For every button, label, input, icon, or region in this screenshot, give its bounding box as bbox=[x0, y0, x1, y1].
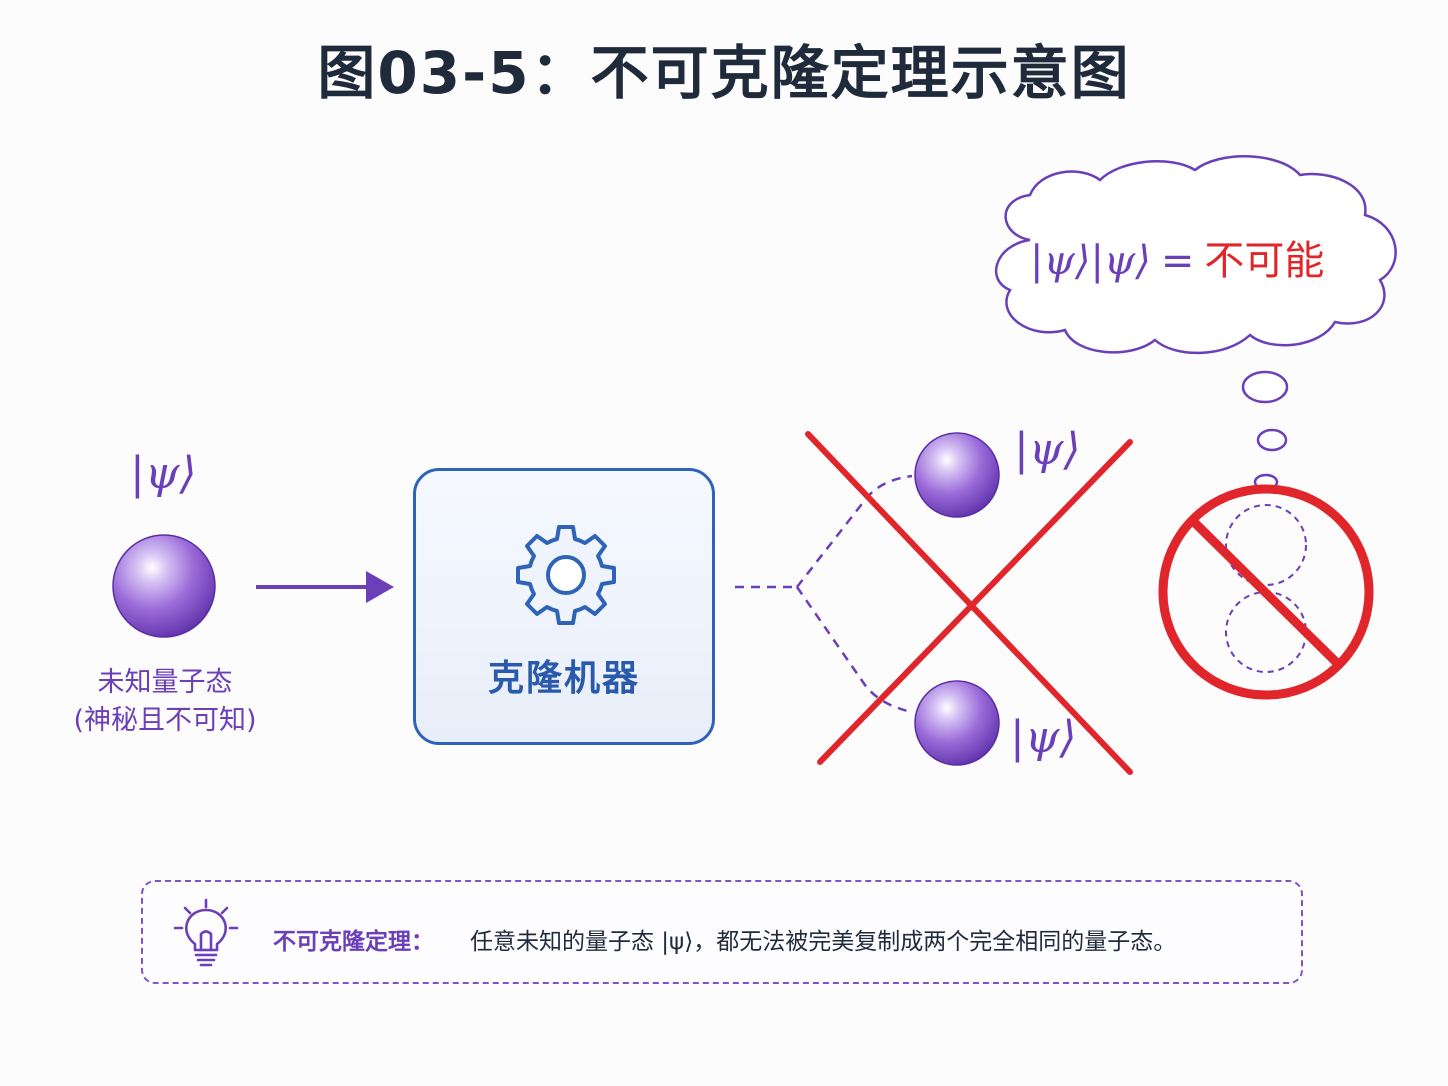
thought-cloud-text: |ψ⟩|ψ⟩=不可能 bbox=[1030, 228, 1370, 286]
output-dashed-paths bbox=[735, 474, 913, 714]
input-caption-line2: (神秘且不可知) bbox=[73, 705, 257, 736]
gear-icon bbox=[516, 525, 616, 625]
theorem-note-body: 任意未知的量子态 |ψ⟩，都无法被完美复制成两个完全相同的量子态。 bbox=[470, 929, 1177, 955]
output-qubit-bottom-sphere bbox=[914, 680, 1000, 766]
theorem-note-title: 不可克隆定理： bbox=[273, 929, 434, 955]
thought-cloud bbox=[994, 155, 1397, 491]
input-state-ket: |ψ⟩ bbox=[130, 448, 197, 499]
cloning-machine-label: 克隆机器 bbox=[487, 658, 640, 699]
output-bottom-ket: |ψ⟩ bbox=[1010, 712, 1077, 763]
input-arrow bbox=[256, 571, 394, 603]
output-qubit-top-sphere bbox=[914, 432, 1000, 518]
cloning-machine-box: 克隆机器 bbox=[413, 468, 715, 745]
theorem-note-box: 不可克隆定理： 任意未知的量子态 |ψ⟩，都无法被完美复制成两个完全相同的量子态… bbox=[141, 880, 1303, 984]
forbidden-cross bbox=[805, 431, 1133, 775]
thought-equals: = bbox=[1160, 238, 1195, 284]
output-top-ket: |ψ⟩ bbox=[1014, 424, 1081, 475]
lightbulb-icon bbox=[173, 898, 239, 967]
diagram-title: 图03-5：不可克隆定理示意图 bbox=[317, 39, 1131, 107]
thought-result-impossible: 不可能 bbox=[1204, 238, 1325, 284]
input-qubit-sphere bbox=[112, 534, 216, 638]
prohibition-sign-icon bbox=[1158, 484, 1374, 700]
input-caption-line1: 未知量子态 bbox=[97, 667, 233, 698]
input-state-caption: 未知量子态 (神秘且不可知) bbox=[40, 664, 290, 740]
thought-ket-pair: |ψ⟩|ψ⟩ bbox=[1030, 238, 1151, 284]
